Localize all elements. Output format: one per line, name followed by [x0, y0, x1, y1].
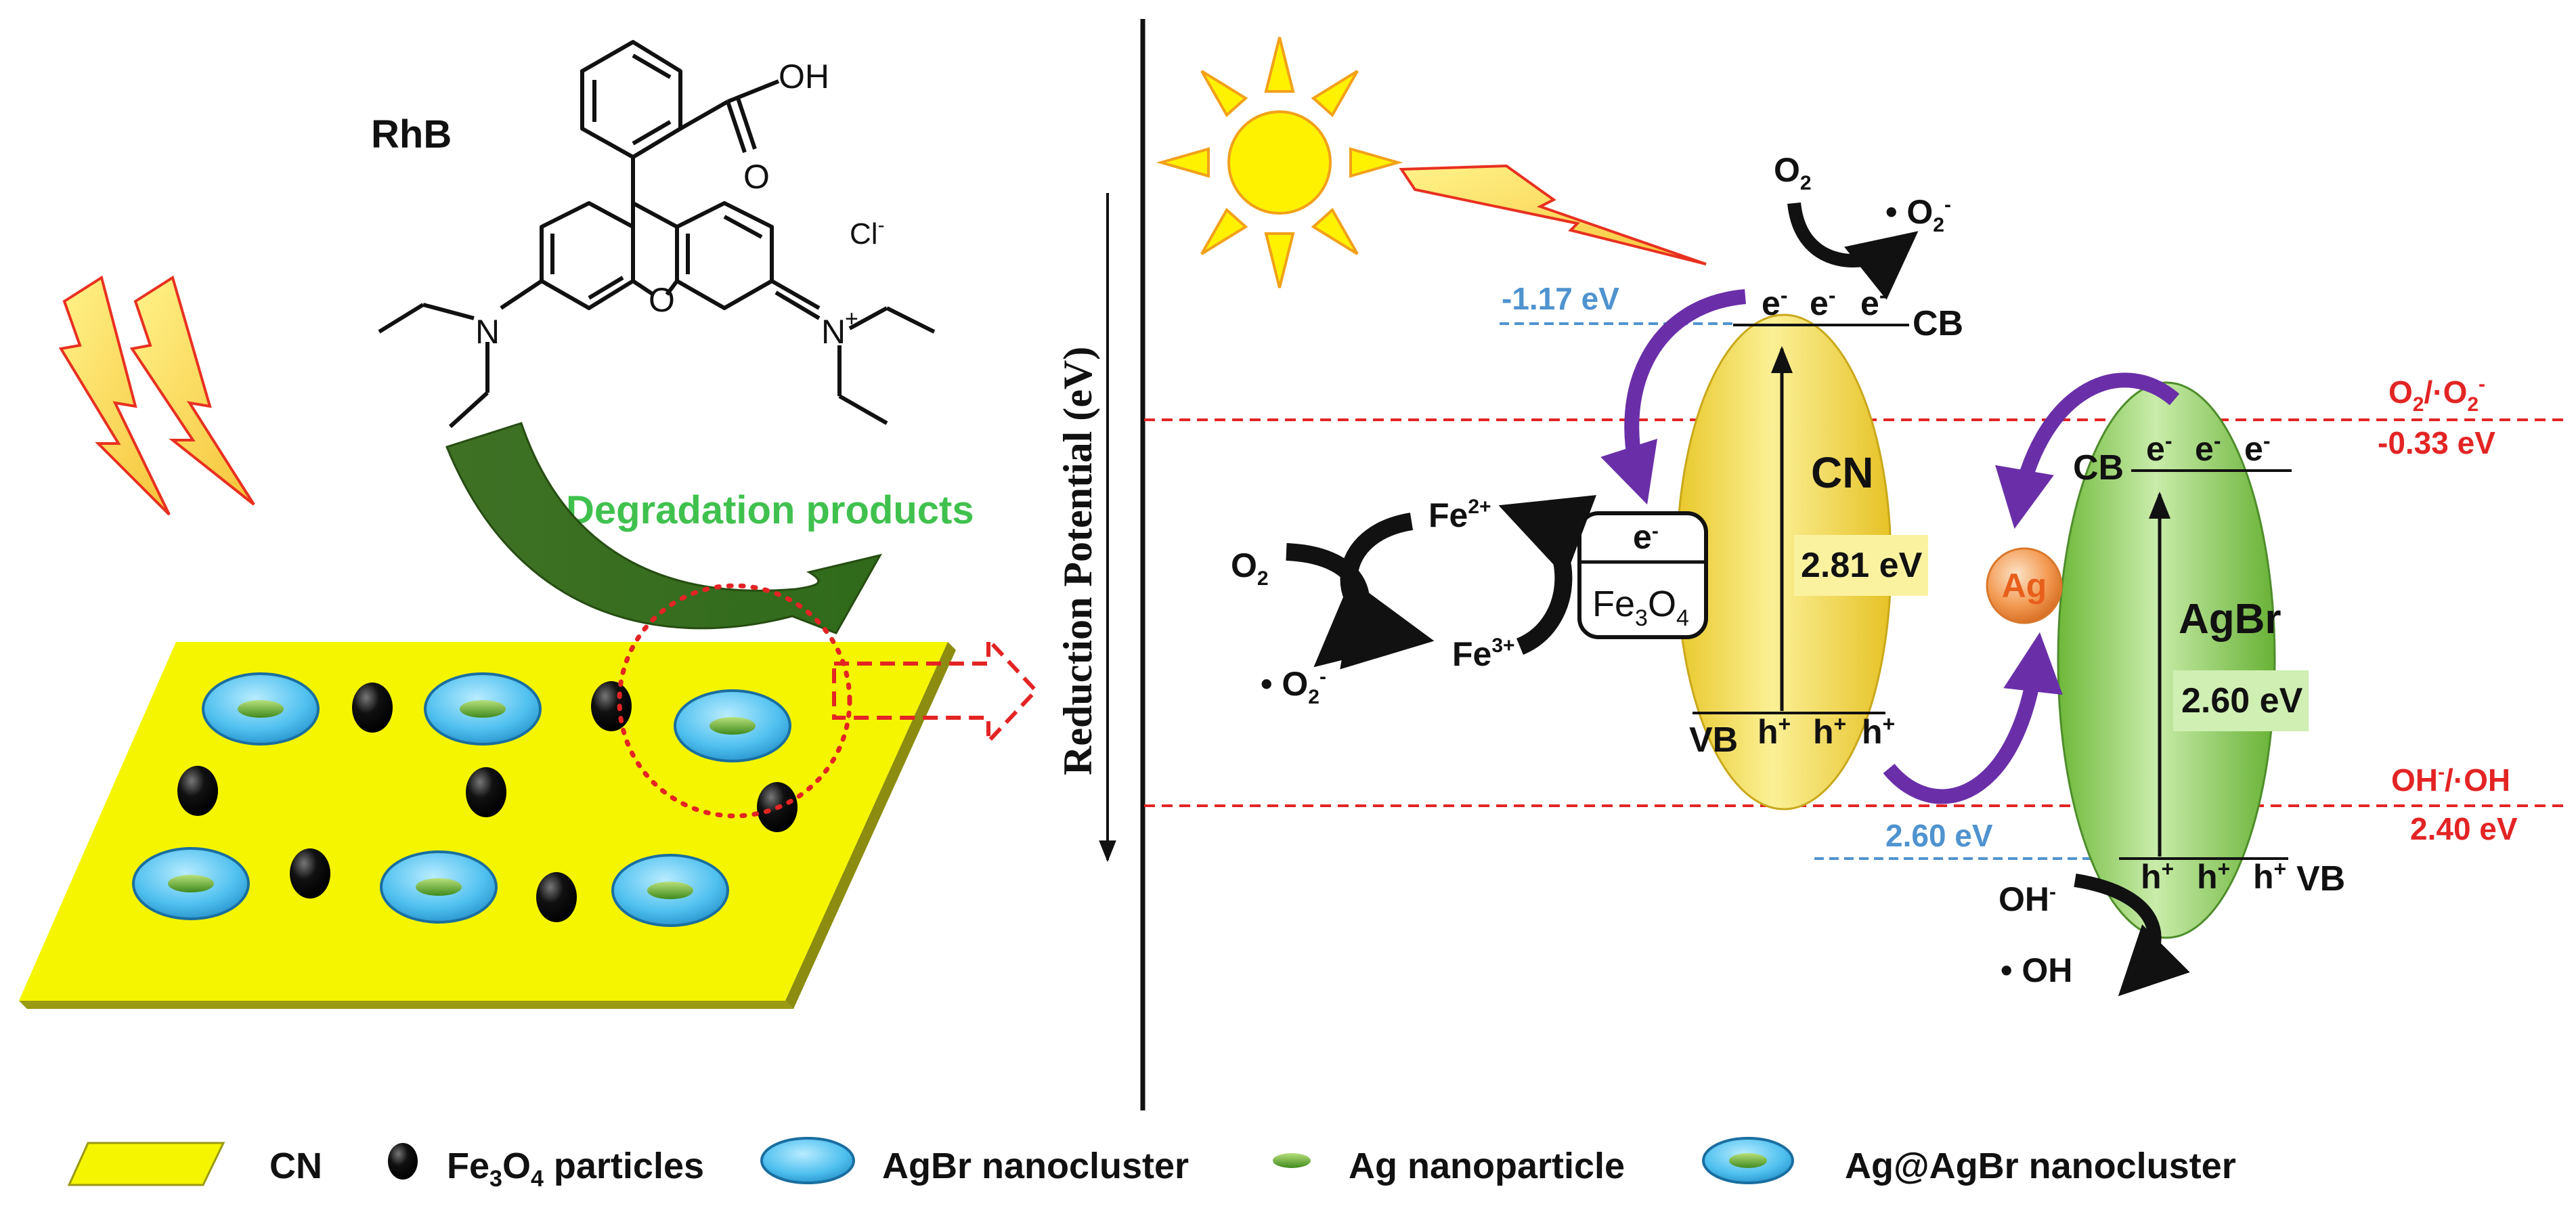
agbr-holes: h+ h+ h+	[2141, 857, 2286, 896]
fe3o4-particle	[352, 683, 393, 733]
agbr-electrons: e- e- e-	[2146, 429, 2270, 468]
atom-n-right: N	[821, 313, 846, 351]
cn-plate-edge	[19, 1001, 793, 1009]
atom-o-ring: O	[649, 281, 675, 319]
cn-to-fe3o4-arrow	[1600, 289, 1747, 505]
sun-icon	[1156, 37, 1403, 288]
ag-sphere	[1986, 547, 2063, 624]
hole: h+	[2197, 857, 2230, 896]
oh-radical-label: • OH	[2001, 951, 2072, 989]
agbr-gap-label: 2.60 eV	[2181, 681, 2303, 720]
oh-couple-label: OH-/·OH	[2391, 761, 2510, 798]
legend: CN Fe3O4 particles AgBr nanocluster Ag n…	[67, 1137, 2236, 1192]
agbr-to-ag-arrow	[1995, 372, 2180, 530]
agagbr-cluster	[380, 850, 498, 924]
agagbr-cluster	[674, 689, 791, 762]
fe3-label: Fe3+	[1452, 634, 1515, 673]
fe3-reduction-arrow	[1498, 495, 1597, 655]
cn-hole-to-ag-arrow	[1883, 632, 2063, 804]
fe3o4-particle	[591, 681, 632, 731]
hole: h+	[2141, 857, 2174, 896]
cn-gap-label: 2.81 eV	[1801, 546, 1923, 585]
atom-n-charge: +	[845, 306, 858, 332]
legend-agagbr-swatch	[1702, 1137, 1794, 1184]
cn-o2-label: O2	[1774, 151, 1812, 194]
agbr-gap-box	[2173, 670, 2309, 731]
electron: e-	[2195, 429, 2221, 468]
atom-n-left: N	[475, 313, 500, 351]
legend-agagbr-label: Ag@AgBr nanocluster	[1845, 1146, 2236, 1186]
degradation-label: Degradation products	[566, 488, 974, 532]
hole: h+	[1862, 712, 1895, 751]
cn-vb-label: VB	[1689, 720, 1738, 760]
lightning-icon	[129, 275, 255, 506]
electron: e-	[1762, 283, 1787, 322]
degradation-arrow	[445, 422, 882, 634]
fe3o4-box-formula: Fe3O4	[1592, 584, 1689, 631]
cn-o2-reduction-arrow	[1787, 202, 1919, 300]
hole: h+	[1813, 712, 1846, 751]
fe2-label: Fe2+	[1428, 496, 1491, 534]
hole: h+	[1758, 712, 1791, 751]
atom-o-carbonyl: O	[743, 158, 770, 196]
lightning-icon	[58, 275, 171, 516]
oh-potential-value: 2.40 eV	[2410, 811, 2518, 846]
agagbr-cluster	[424, 672, 542, 746]
legend-cn-swatch	[67, 1142, 225, 1186]
zoom-circle	[617, 583, 852, 819]
electron: e-	[1860, 283, 1886, 322]
fe3o4-particle	[466, 767, 506, 817]
legend-fe3o4-label: Fe3O4 particles	[447, 1146, 704, 1192]
rhb-label: RhB	[371, 112, 452, 156]
cn-gap-box	[1794, 535, 1928, 596]
agbr-cb-label: CB	[2073, 448, 2124, 488]
fe3o4-particles	[177, 681, 798, 922]
oh-oxidation-arrow	[2074, 873, 2190, 997]
o2-potential-value: -0.33 eV	[2378, 425, 2495, 460]
agagbr-cluster	[132, 847, 250, 920]
atom-oh: OH	[779, 58, 829, 95]
fe2-oxidation-arrow	[1340, 513, 1435, 670]
electron: e-	[2244, 429, 2270, 468]
cn-electrons: e- e- e-	[1762, 283, 1886, 322]
hole: h+	[2253, 857, 2286, 896]
agbr-vb-label: VB	[2296, 859, 2345, 899]
electron: e-	[1810, 283, 1835, 322]
cn-vb-edge-label: 2.60 eV	[1885, 818, 1993, 853]
lightning-icon	[1399, 164, 1707, 265]
cn-plate-edge	[785, 642, 956, 1009]
rhb-molecule	[378, 40, 936, 429]
legend-agbr-swatch	[760, 1137, 855, 1184]
agbr-band-name: AgBr	[2179, 596, 2282, 643]
o2-couple-label: O2/·O2-	[2388, 373, 2485, 416]
chloride-label: Cl-	[850, 214, 885, 251]
axis-label: Reduction Potential (eV)	[1055, 347, 1100, 775]
cn-cb-label: CB	[1913, 304, 1963, 343]
agagbr-cluster	[202, 672, 320, 746]
cn-superoxide-label: • O2-	[1885, 193, 1951, 236]
legend-ag-label: Ag nanoparticle	[1349, 1146, 1625, 1186]
fe3o4-particle	[177, 766, 218, 816]
fe3o4-particle	[290, 848, 330, 899]
cn-cb-edge-label: -1.17 eV	[1502, 281, 1619, 316]
cn-band-name: CN	[1811, 448, 1873, 497]
zoom-arrow	[832, 634, 1039, 747]
superoxide-label: • O2-	[1261, 665, 1326, 708]
ag-label: Ag	[2002, 567, 2047, 605]
legend-fe3o4-swatch	[388, 1143, 418, 1180]
legend-agbr-label: AgBr nanocluster	[882, 1146, 1189, 1186]
o2-label: O2	[1231, 546, 1269, 590]
legend-ag-swatch	[1273, 1153, 1311, 1168]
agagbr-clusters	[132, 672, 791, 927]
fe3o4-box-electron: e-	[1633, 518, 1659, 556]
cn-holes: h+ h+ h+	[1758, 712, 1895, 751]
fe3o4-particle	[536, 872, 577, 922]
agagbr-cluster	[611, 854, 729, 927]
oh-minus-label: OH-	[1999, 880, 2056, 918]
legend-cn-label: CN	[269, 1146, 322, 1186]
electron: e-	[2146, 429, 2172, 468]
